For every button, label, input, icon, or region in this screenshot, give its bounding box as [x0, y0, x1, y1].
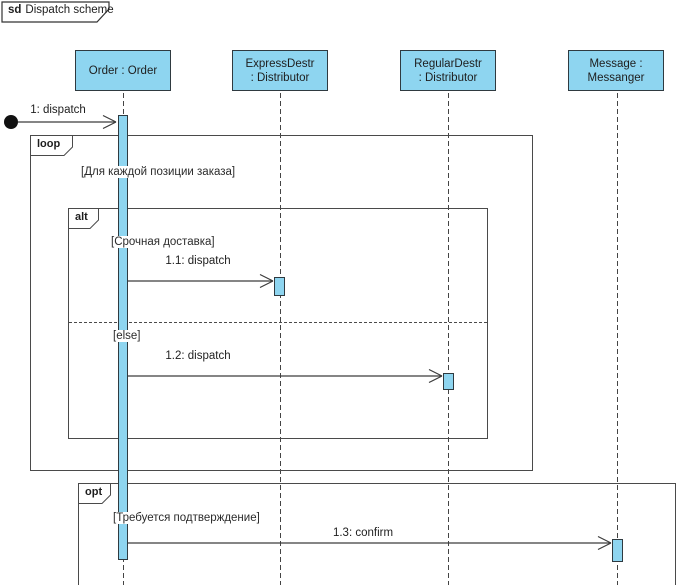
fragment-alt-else-separator: [69, 322, 487, 323]
loop-guard: [Для каждой позиции заказа]: [80, 166, 237, 178]
fragment-loop-frame[interactable]: [30, 135, 533, 471]
opt-guard: [Требуется подтверждение]: [112, 512, 261, 524]
activation-messanger[interactable]: [612, 539, 623, 562]
lifeline-head-order[interactable]: Order : Order: [75, 50, 171, 91]
message-label-1-3-confirm: 1.3: confirm: [332, 527, 394, 539]
lifeline-head-label: Messanger: [587, 71, 645, 84]
lifeline-head-expressdestr[interactable]: ExpressDestr: Distributor: [232, 50, 328, 91]
fragment-opt-frame[interactable]: [78, 483, 676, 585]
lifeline-head-label: Order : Order: [88, 64, 158, 77]
loop-operator-label: loop: [37, 138, 61, 150]
message-label-1-dispatch: 1: dispatch: [30, 104, 86, 116]
diagram-title-name: Dispatch scheme: [25, 4, 114, 16]
activation-expressdestr[interactable]: [274, 277, 285, 296]
else-guard: [else]: [112, 330, 142, 342]
found-message-dot[interactable]: [4, 115, 18, 129]
activation-regulardestr[interactable]: [443, 373, 454, 390]
lifeline-head-label: : Distributor: [418, 71, 478, 84]
message-label-1-1-dispatch: 1.1: dispatch: [165, 255, 231, 267]
lifeline-head-label: Message :: [589, 57, 643, 70]
alt-guard: [Срочная доставка]: [110, 236, 216, 248]
lifeline-head-label: : Distributor: [250, 71, 310, 84]
fragment-alt-frame[interactable]: [68, 208, 488, 439]
message-label-1-2-dispatch: 1.2: dispatch: [165, 350, 231, 362]
lifeline-head-messanger[interactable]: Message :Messanger: [568, 50, 664, 91]
message-arrow-1-dispatch[interactable]: [18, 114, 117, 130]
opt-operator-label: opt: [85, 486, 103, 498]
lifeline-head-label: RegularDestr: [414, 57, 482, 70]
lifeline-head-regulardestr[interactable]: RegularDestr: Distributor: [400, 50, 496, 91]
diagram-title-keyword: sd: [8, 4, 22, 16]
lifeline-head-label: ExpressDestr: [245, 57, 315, 70]
alt-operator-label: alt: [75, 211, 88, 223]
